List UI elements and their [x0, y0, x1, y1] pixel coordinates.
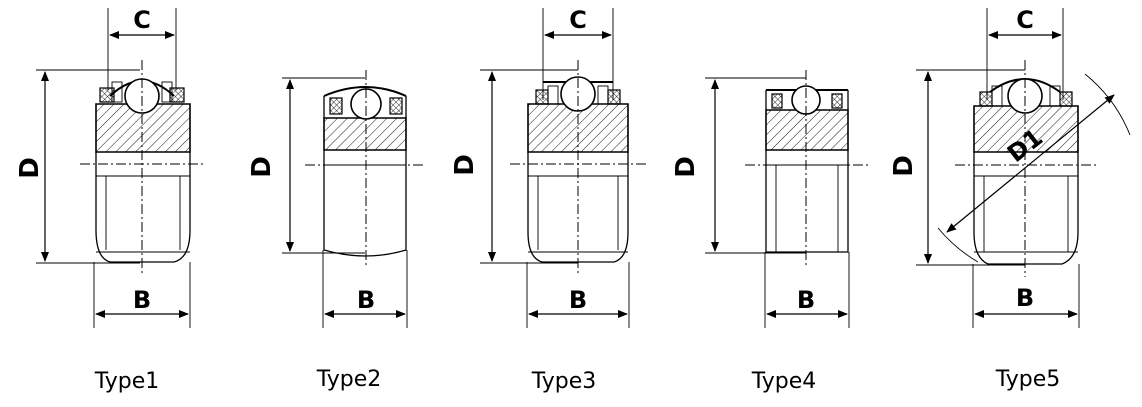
dim-c-label: C	[133, 6, 151, 34]
type-label: Type3	[531, 369, 597, 394]
dim-b-label: B	[1016, 284, 1034, 312]
bearing-type-5: C D D1 B Type5	[889, 6, 1131, 392]
dim-b-label: B	[569, 286, 587, 314]
bearing-type-4: D B Type4	[671, 70, 868, 394]
dim-c-label: C	[1016, 6, 1034, 34]
bearing-type-2: D B Type2	[247, 70, 425, 392]
type-label: Type1	[94, 369, 160, 394]
dim-c-label: C	[569, 6, 587, 34]
dim-d-label: D	[15, 157, 45, 179]
dim-d-label: D	[247, 156, 277, 178]
dim-b-label: B	[357, 286, 375, 314]
dim-d-label: D	[671, 156, 701, 178]
type-label: Type5	[995, 367, 1061, 392]
dim-d-label: D	[450, 154, 480, 176]
dim-b-label: B	[797, 286, 815, 314]
type-label: Type2	[316, 367, 382, 392]
dim-b-label: B	[133, 286, 151, 314]
dim-d-label: D	[889, 155, 919, 177]
bearing-type-3: C D B Type3	[450, 6, 648, 394]
bearing-type-1: C D B Type1	[15, 6, 205, 394]
type-label: Type4	[751, 369, 817, 394]
